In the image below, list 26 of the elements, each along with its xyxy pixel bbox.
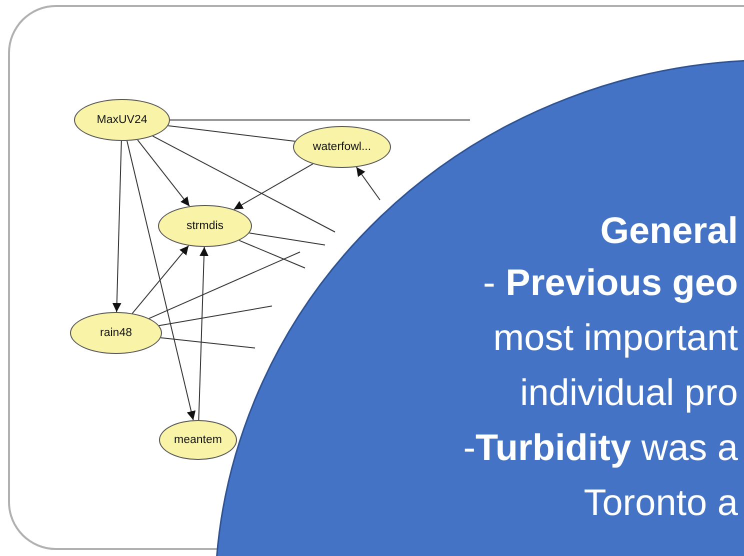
arrow	[198, 246, 208, 420]
connector-line	[160, 337, 256, 348]
heading-text: General	[600, 210, 738, 252]
node-label: meantem	[174, 434, 222, 446]
body-text: most important	[493, 317, 738, 359]
variable-node	[159, 420, 237, 460]
node-label: rain48	[100, 327, 132, 339]
connector-line	[168, 125, 296, 142]
body-text: Toronto a	[584, 482, 738, 524]
arrow	[137, 139, 190, 207]
arrow	[132, 245, 190, 314]
connector-line	[238, 240, 306, 268]
connector-line	[148, 252, 300, 319]
body-text: individual pro	[520, 372, 738, 414]
body-text: -Turbidity was a	[463, 427, 738, 469]
connector-line	[152, 136, 336, 232]
node-label: waterfowl...	[312, 141, 372, 153]
connector-line	[158, 306, 272, 326]
node-label: strmdis	[186, 220, 224, 232]
node-label: MaxUV24	[96, 114, 148, 126]
arrow	[112, 140, 122, 312]
body-text: - Previous geo	[483, 262, 738, 304]
connector-line	[248, 232, 326, 246]
arrow	[356, 166, 380, 200]
arrow	[126, 140, 196, 421]
arrow	[233, 163, 314, 210]
